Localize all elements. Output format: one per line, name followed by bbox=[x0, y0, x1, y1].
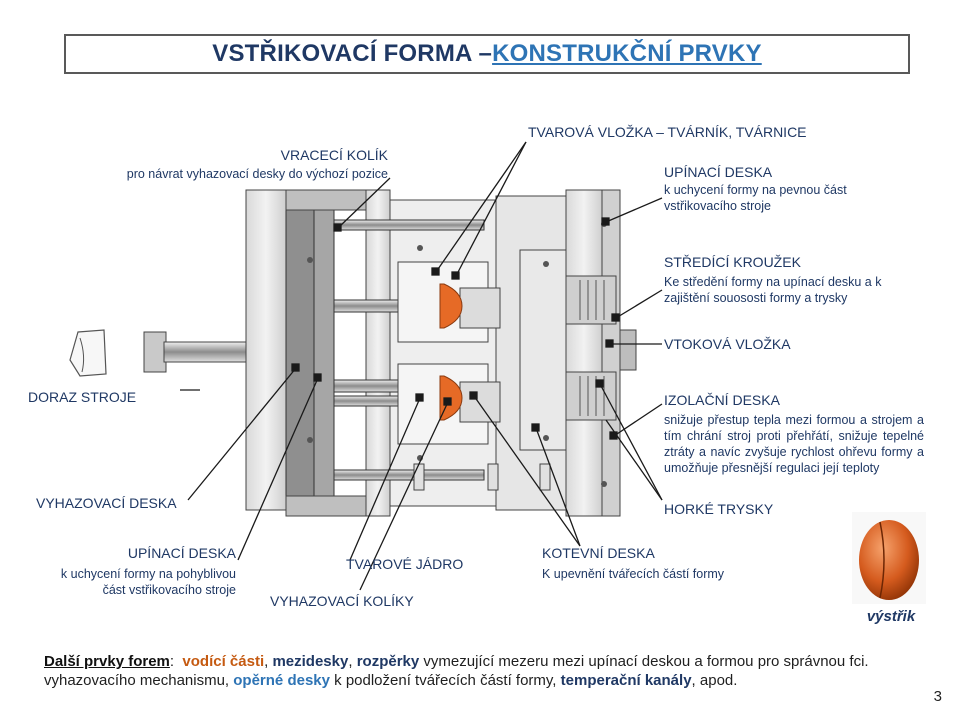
insulation-plate bbox=[601, 189, 621, 517]
term-temperacni-kanaly: temperační kanály bbox=[560, 672, 692, 689]
label-vystrik: výstřik bbox=[866, 608, 916, 625]
term-operne-desky: opěrné desky bbox=[233, 672, 330, 689]
label-upinaci-deska-pevna: UPÍNACÍ DESKA bbox=[664, 164, 773, 180]
molded-part-photo bbox=[852, 512, 926, 604]
slide-title: VSTŘIKOVACÍ FORMA – KONSTRUKČNÍ PRVKY bbox=[64, 34, 910, 74]
desc-vraceci-kolik: pro návrat vyhazovací desky do výchozí p… bbox=[126, 167, 388, 181]
ejector-plate-1 bbox=[285, 209, 315, 497]
term-mezidesky: mezidesky bbox=[272, 653, 349, 670]
desc-kotevni-deska: K upevnění tvářecích částí formy bbox=[542, 567, 725, 581]
title-main: VSTŘIKOVACÍ FORMA – bbox=[212, 40, 493, 67]
label-vraceci-kolik: VRACECÍ KOLÍK bbox=[280, 147, 388, 163]
cavity-insert-bottom bbox=[397, 363, 501, 445]
label-stredici-krouzek: STŘEDÍCÍ KROUŽEK bbox=[664, 254, 801, 270]
support-plate bbox=[365, 189, 391, 517]
page-number: 3 bbox=[933, 688, 942, 705]
label-vyhazovaci-deska: VYHAZOVACÍ DESKA bbox=[36, 495, 177, 511]
locating-ring bbox=[619, 329, 637, 371]
bottom-note: Další prvky forem: vodící části, mezides… bbox=[44, 653, 869, 689]
leader-lines bbox=[180, 141, 663, 591]
term-vodici-casti: vodící části bbox=[182, 653, 265, 670]
label-kotevni-deska: KOTEVNÍ DESKA bbox=[542, 545, 655, 561]
title-link[interactable]: KONSTRUKČNÍ PRVKY bbox=[492, 40, 762, 67]
core-plate bbox=[389, 199, 497, 507]
label-vtokova-vlozka: VTOKOVÁ VLOŽKA bbox=[664, 336, 791, 352]
label-doraz-stroje: DORAZ STROJE bbox=[28, 389, 137, 405]
bottom-heading: Další prvky forem bbox=[44, 653, 170, 670]
cavity-insert-top bbox=[397, 261, 501, 343]
fixed-plate bbox=[565, 189, 603, 517]
machine-stop bbox=[69, 329, 107, 377]
label-horke-trysky: HORKÉ TRYSKY bbox=[664, 501, 774, 517]
label-izolacni-deska: IZOLAČNÍ DESKA bbox=[664, 392, 780, 408]
desc-stredici-krouzek: Ke středění formy na upínací desku a k z… bbox=[664, 275, 882, 305]
ejector-plate-2 bbox=[313, 209, 335, 497]
desc-izolacni-deska: snižuje přestup tepla mezi formou a stro… bbox=[664, 413, 924, 475]
label-upinaci-deska-pohybliva: UPÍNACÍ DESKA bbox=[127, 545, 236, 561]
label-vyhazovaci-koliky: VYHAZOVACÍ KOLÍKY bbox=[270, 593, 414, 609]
desc-upinaci-deska-pohybliva: k uchycení formy na pohyblivou část vstř… bbox=[60, 567, 236, 597]
label-tvarova-vlozka: TVAROVÁ VLOŽKA – TVÁRNÍK, TVÁRNICE bbox=[528, 124, 807, 140]
moving-clamp-plate bbox=[245, 189, 287, 511]
desc-upinaci-deska-pevna: k uchycení formy na pevnou část vstřikov… bbox=[664, 183, 847, 213]
label-tvarove-jadro: TVAROVÉ JÁDRO bbox=[346, 556, 464, 572]
hot-runner bbox=[519, 249, 617, 451]
term-rozperky: rozpěrky bbox=[356, 653, 420, 670]
